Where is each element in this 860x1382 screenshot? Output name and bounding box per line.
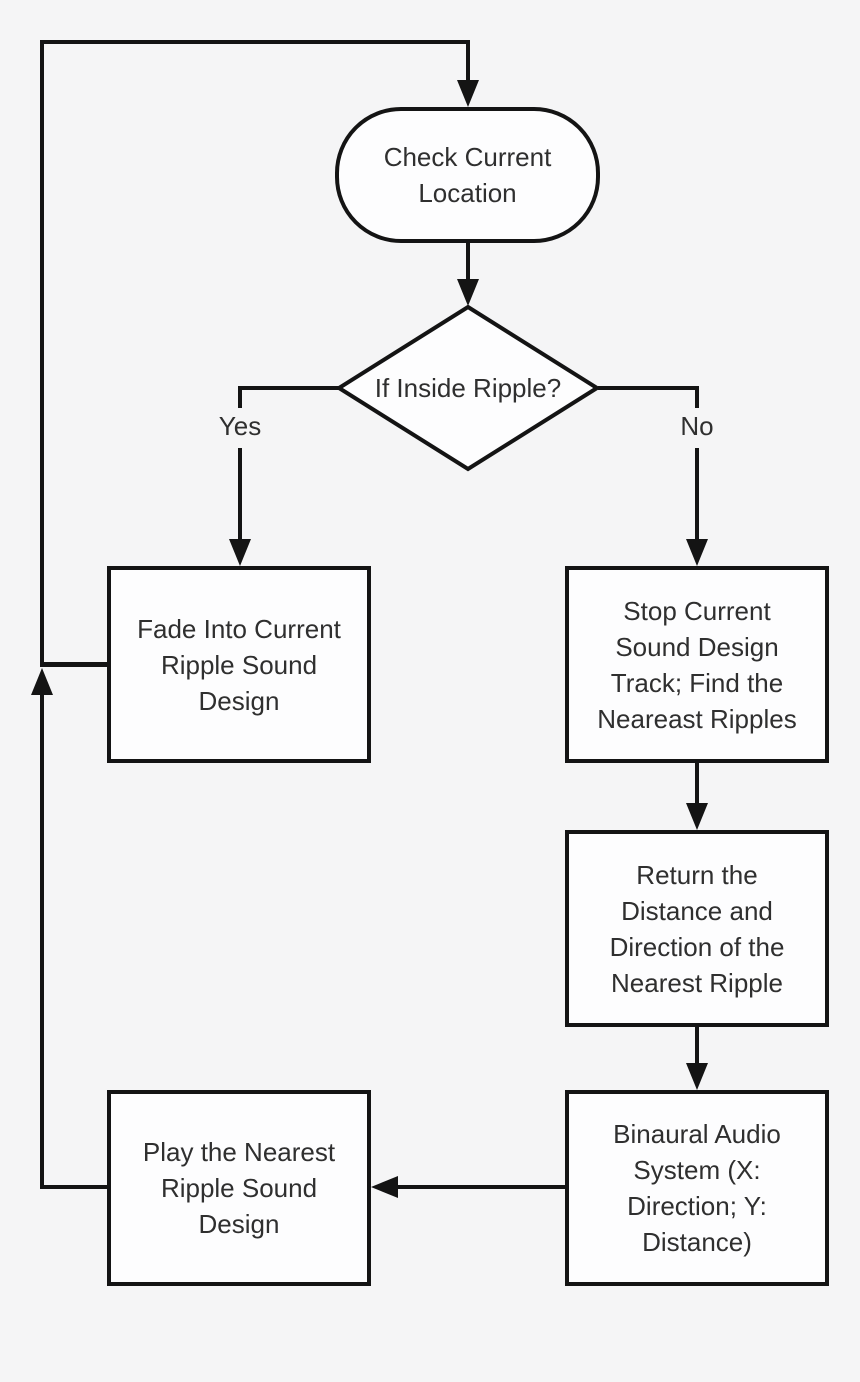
edge-yes-vertical-lower: [238, 448, 242, 540]
node-label-line: Check Current: [383, 142, 552, 172]
node-stop-current-sound-design-track: Stop Current Sound Design Track; Find th…: [565, 566, 829, 763]
node-label-line: System (X:: [633, 1155, 761, 1185]
edge-loop-into-start-vertical: [466, 44, 470, 82]
edge-no-horizontal: [598, 386, 699, 390]
node-label-line: Neareast Ripples: [597, 703, 797, 734]
edge-loop-left-vertical-upper: [40, 40, 44, 665]
edge-stop-to-return-vertical: [695, 762, 699, 804]
node-play-nearest-ripple-sound-design: Play the Nearest Ripple Sound Design: [107, 1090, 371, 1286]
node-label-line: Ripple Sound: [160, 1173, 318, 1203]
node-label-line: Direction; Y:: [627, 1191, 767, 1221]
edge-fade-out-horizontal: [40, 662, 108, 667]
node-label-line: If Inside Ripple?: [374, 372, 562, 403]
arrowhead-down-into-binaural: [686, 1063, 708, 1090]
arrowhead-left-into-play: [371, 1176, 398, 1198]
arrowhead-down-into-fade: [229, 539, 251, 566]
arrowhead-down-into-return: [686, 803, 708, 830]
edge-loop-top-horizontal: [40, 40, 470, 44]
arrowhead-down-into-stop: [686, 539, 708, 566]
edge-binaural-to-play-horizontal: [396, 1185, 565, 1189]
edge-start-to-decision-vertical: [466, 243, 470, 281]
node-label-line: Play the Nearest: [142, 1137, 336, 1167]
decision-diamond-shape: [336, 304, 600, 472]
node-label-line: Nearest Ripple: [611, 967, 783, 998]
edge-yes-vertical-upper: [238, 388, 242, 408]
node-label-line: Distance): [642, 1227, 752, 1257]
edge-no-vertical-upper: [695, 388, 699, 408]
node-label-line: Design: [198, 685, 280, 716]
edge-label-yes: Yes: [198, 408, 282, 444]
node-label-line: Location: [418, 178, 517, 208]
node-label-line: Design: [198, 1209, 280, 1239]
edge-return-to-binaural-vertical: [695, 1026, 699, 1066]
arrowhead-down-into-decision: [457, 279, 479, 306]
node-return-distance-and-direction: Return the Distance and Direction of the…: [565, 830, 829, 1027]
node-label-line: Binaural Audio: [613, 1119, 781, 1149]
node-label-line: Distance and: [621, 895, 773, 926]
node-start-check-current-location: Check Current Location: [335, 107, 600, 243]
edge-loop-left-vertical-lower: [40, 695, 44, 1187]
edge-no-vertical-lower: [695, 448, 699, 540]
arrowhead-up-into-loop-junction: [31, 668, 53, 695]
node-label-line: Sound Design: [615, 631, 779, 662]
edge-play-out-horizontal: [40, 1185, 108, 1189]
edge-yes-horizontal: [238, 386, 340, 390]
edge-label-no: No: [655, 408, 739, 444]
node-label-line: Ripple Sound: [160, 649, 318, 680]
node-label-line: Stop Current: [623, 595, 771, 626]
node-label-line: Direction of the: [609, 931, 785, 962]
node-label-line: Fade Into Current: [137, 613, 341, 644]
node-decision-if-inside-ripple: If Inside Ripple?: [336, 304, 600, 472]
node-binaural-audio-system: Binaural Audio System (X: Direction; Y: …: [565, 1090, 829, 1286]
node-label-line: Track; Find the: [610, 667, 784, 698]
node-fade-into-current-ripple-sound-design: Fade Into Current Ripple Sound Design: [107, 566, 371, 763]
node-label-line: Return the: [636, 859, 758, 890]
arrowhead-down-into-start: [457, 80, 479, 107]
